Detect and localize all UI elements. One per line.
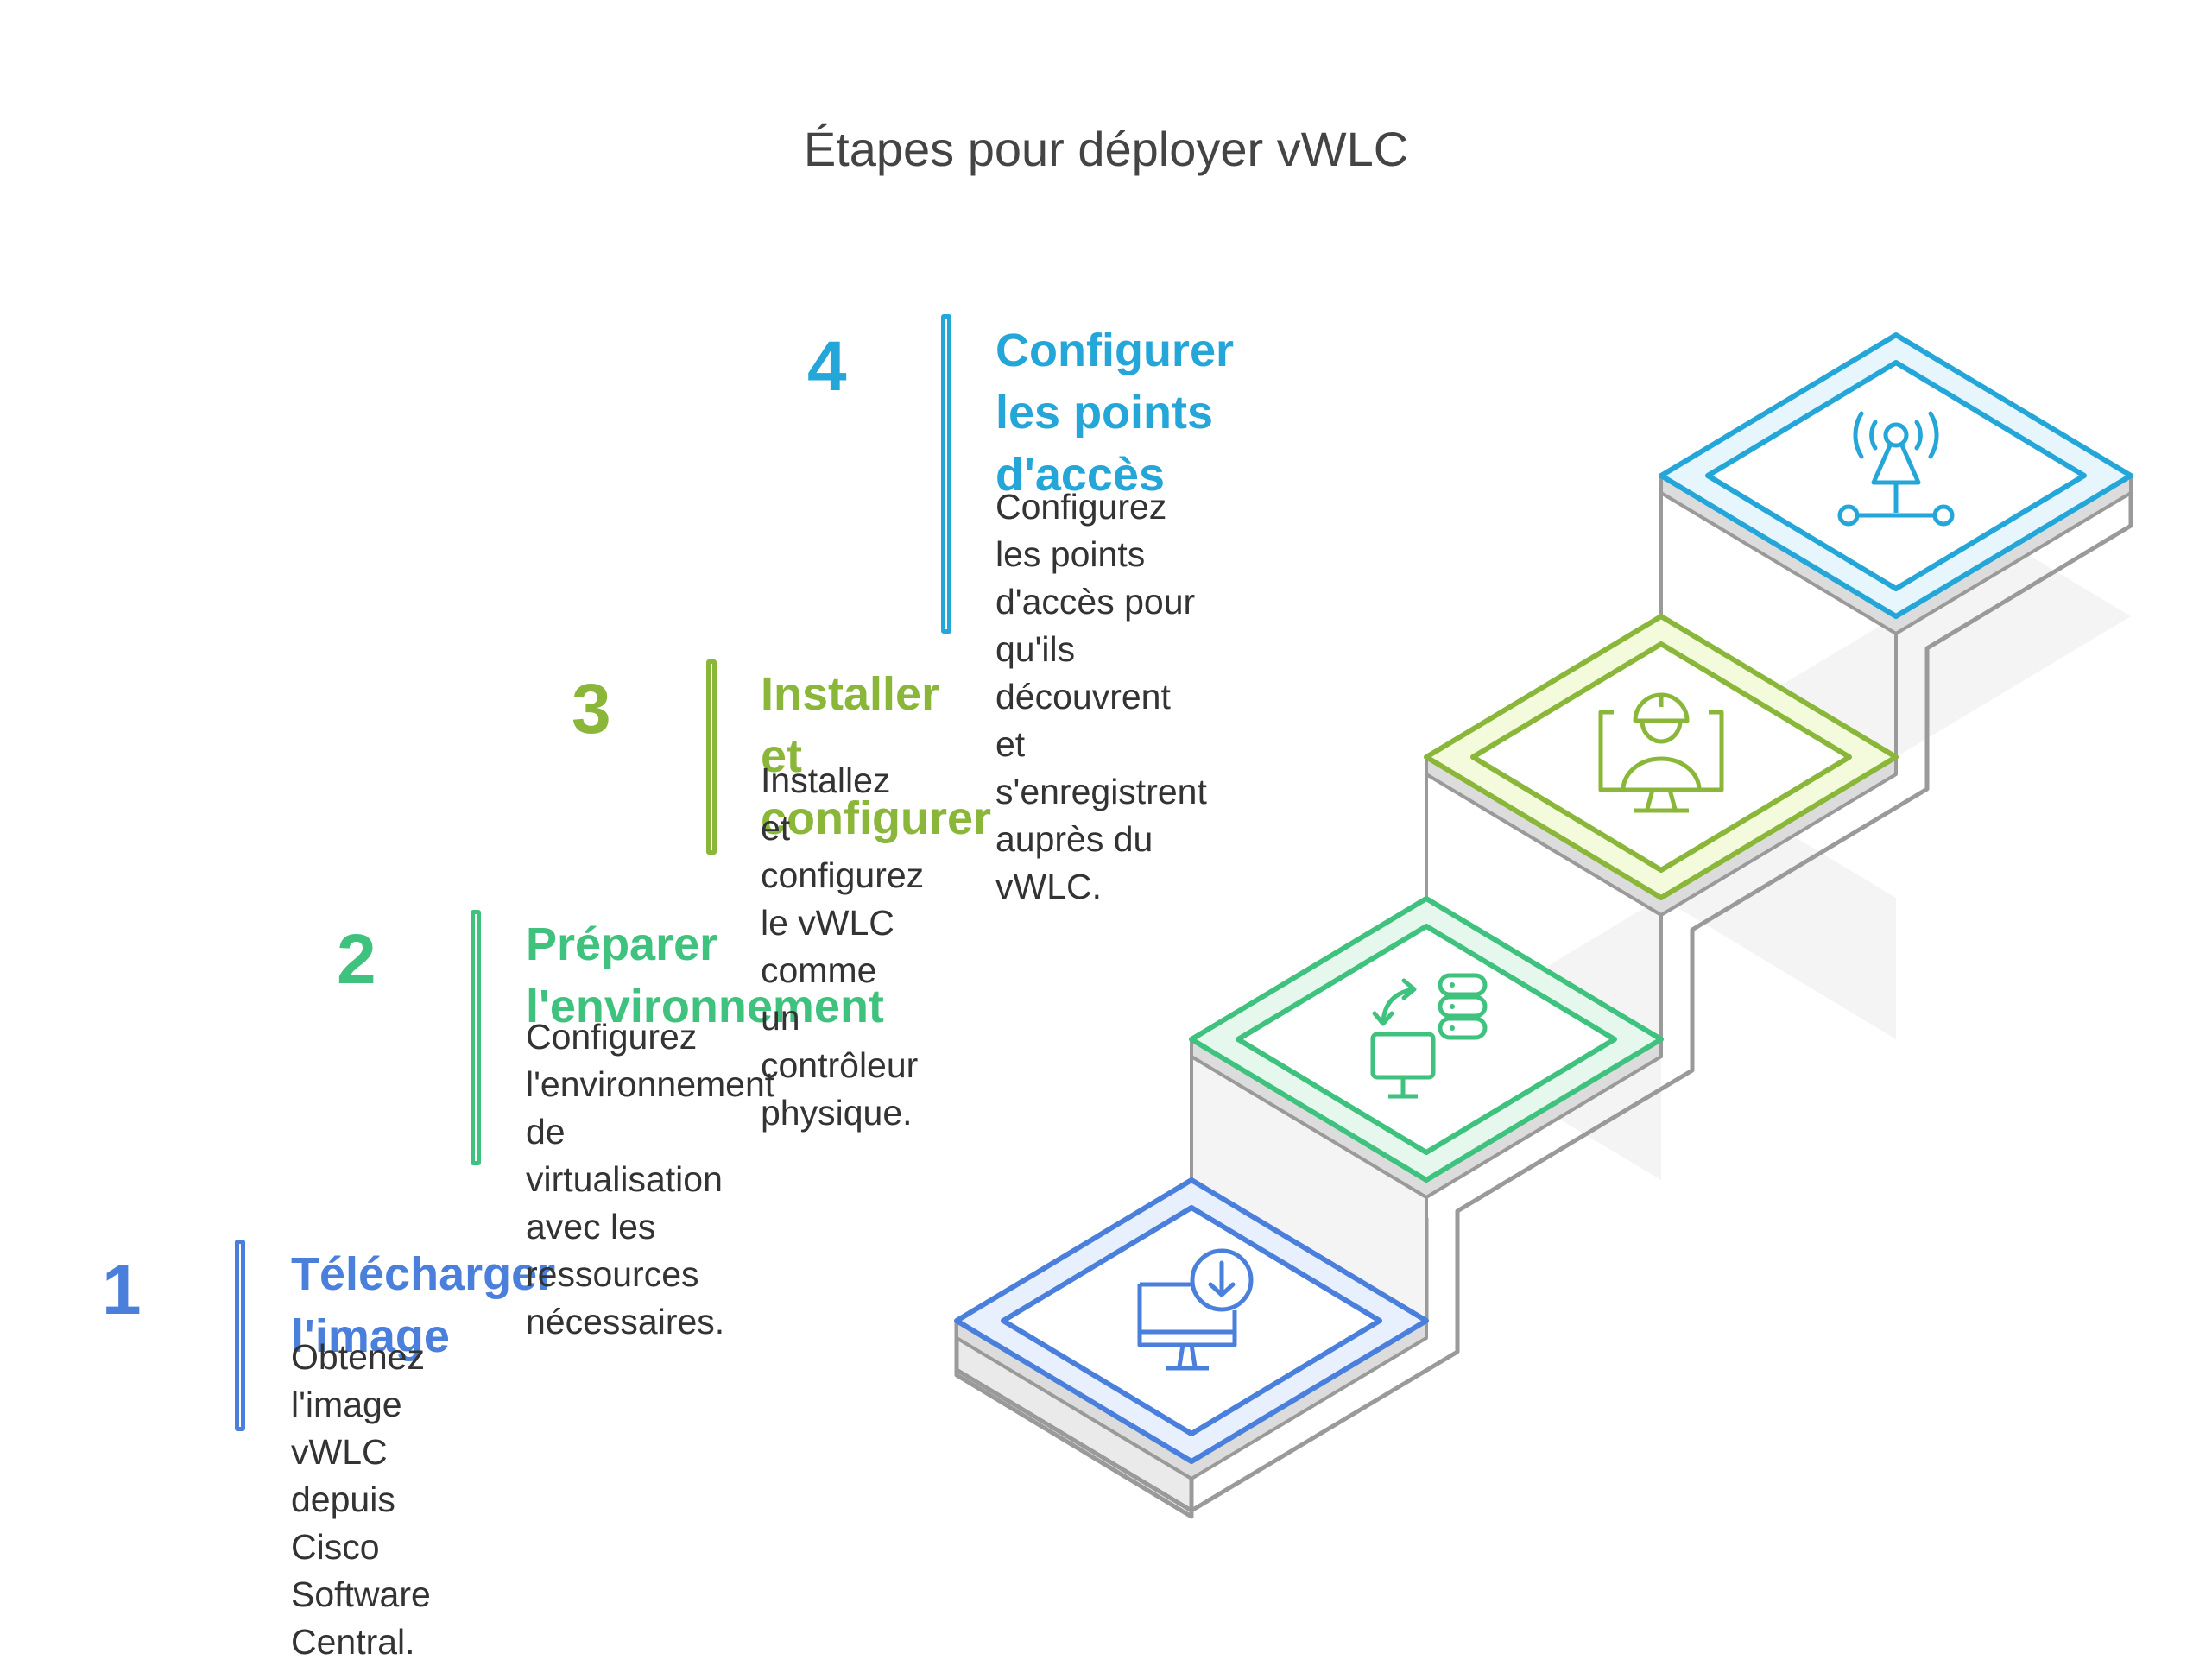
riser-2: [1191, 1039, 1426, 1321]
step-2-tile-inner: [1236, 924, 1617, 1155]
monitor-download-icon: [1137, 1248, 1254, 1371]
step-1-tile: [954, 1177, 1429, 1480]
step-description-line: Installez et configurez le vWLC: [761, 760, 925, 943]
step-4-tile: [1659, 332, 2133, 635]
step-4-tile-inner: [1705, 360, 2087, 591]
step-heading-line: Configurer les points: [995, 325, 1234, 439]
step-description-line: Obtenez l'image vWLC depuis: [291, 1337, 425, 1519]
step-heading: Préparer l'environnement: [526, 913, 884, 1038]
step-2-tile: [1189, 896, 1664, 1199]
step-description-line: Configurez l'environnement de: [526, 1017, 775, 1152]
step-heading: Installer et configurer: [761, 663, 991, 849]
server-transfer-icon: [1370, 973, 1488, 1099]
step-heading-line: d'accès: [995, 449, 1165, 501]
step-heading-line: Installer et configurer: [761, 668, 992, 844]
step-number: 4: [807, 327, 847, 406]
step-heading-line: Télécharger l'image: [291, 1248, 556, 1362]
step-accent-bar: [706, 659, 717, 855]
step-accent-bar: [941, 314, 951, 634]
step-number: 1: [102, 1251, 142, 1329]
diagram-title: Étapes pour déployer vWLC: [803, 122, 1409, 176]
step-description-line: auprès du vWLC.: [995, 819, 1153, 906]
technician-monitor-icon: [1598, 692, 1724, 813]
step-accent-bar: [471, 910, 481, 1165]
step-description-line: qu'ils découvrent et s'enregistrent: [995, 629, 1207, 811]
step-description-line: Cisco Software Central.: [291, 1527, 431, 1662]
step-heading: Télécharger l'image: [291, 1243, 555, 1367]
antenna-tower-icon: [1837, 411, 1955, 527]
step-number: 2: [337, 920, 376, 999]
step-3-tile: [1424, 614, 1899, 917]
step-1-tile-inner: [1001, 1205, 1382, 1436]
step-accent-bar: [235, 1240, 245, 1431]
step-description-line: comme un contrôleur physique.: [761, 950, 919, 1133]
step-description-line: virtualisation avec les ressources: [526, 1159, 723, 1294]
step-description-line: nécessaires.: [526, 1302, 725, 1341]
step-number: 3: [572, 670, 611, 748]
step-heading-line: Préparer l'environnement: [526, 918, 884, 1032]
stair-outline-right: [954, 476, 2133, 1513]
step-description-line: Configurez les points d'accès pour: [995, 487, 1196, 622]
step-heading: Configurer les points d'accès: [995, 319, 1234, 506]
